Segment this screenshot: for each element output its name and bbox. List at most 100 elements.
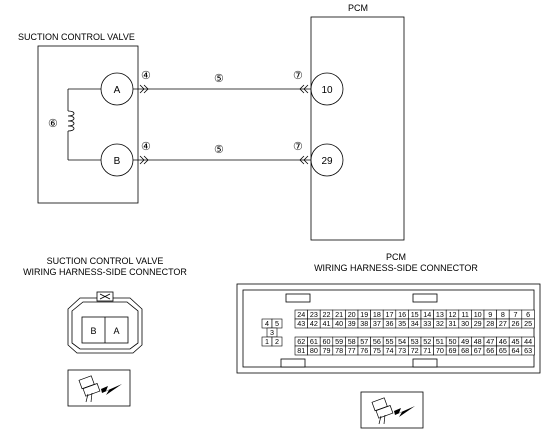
pcm-pin-29: 29 <box>474 319 482 328</box>
pcm-pin-48: 48 <box>474 337 482 346</box>
pcm-pin-64: 64 <box>512 346 520 355</box>
pcm-pin-43: 43 <box>297 319 305 328</box>
valve-connector-symbol-top <box>139 84 149 94</box>
pcm-pin-53: 53 <box>411 337 419 346</box>
pcm-pin-1: 1 <box>265 337 269 346</box>
pcm-connector-symbol-top <box>299 84 309 94</box>
callout-4-top: ④ <box>141 70 151 82</box>
pcm-pin-79: 79 <box>323 346 331 355</box>
pcm-pin-40: 40 <box>335 319 343 328</box>
pcm-pin-33: 33 <box>423 319 431 328</box>
pcm-pin-67: 67 <box>474 346 482 355</box>
terminal-a-label: A <box>114 85 121 96</box>
pcm-pin-74: 74 <box>386 346 394 355</box>
pcm-pin-18: 18 <box>373 310 381 319</box>
pcm-title: PCM <box>348 3 368 13</box>
pcm-pin-55: 55 <box>386 337 394 346</box>
pcm-pin-10: 10 <box>474 310 482 319</box>
pcm-connector-title-2: WIRING HARNESS-SIDE CONNECTOR <box>314 263 478 273</box>
pcm-pin-30: 30 <box>461 319 469 328</box>
pcm-box <box>310 16 405 241</box>
valve-connector-title-1: SUCTION CONTROL VALVE <box>47 256 164 266</box>
pcm-pin-5: 5 <box>275 319 279 328</box>
pcm-terminal-10-label: 10 <box>321 85 333 96</box>
pcm-connector-view-icon <box>360 391 424 429</box>
pcm-pin-9: 9 <box>488 310 492 319</box>
pcm-pin-20: 20 <box>348 310 356 319</box>
pcm-pin-13: 13 <box>436 310 444 319</box>
pcm-pin-14: 14 <box>423 310 431 319</box>
pcm-pin-46: 46 <box>499 337 507 346</box>
pcm-pin-76: 76 <box>360 346 368 355</box>
pcm-pin-66: 66 <box>486 346 494 355</box>
pcm-terminal-29-label: 29 <box>321 156 333 167</box>
pcm-pin-2-cell <box>271 336 283 347</box>
pcm-pin-65: 65 <box>499 346 507 355</box>
pcm-pin-52: 52 <box>423 337 431 346</box>
pcm-pin-28: 28 <box>486 319 494 328</box>
pcm-pin-6: 6 <box>526 310 530 319</box>
pcm-pin-19: 19 <box>360 310 368 319</box>
callout-7-bottom: ⑦ <box>293 141 303 153</box>
pcm-pin-61: 61 <box>310 337 318 346</box>
callout-7-top: ⑦ <box>293 70 303 82</box>
pcm-pin-42: 42 <box>310 319 318 328</box>
pcm-pin-78: 78 <box>335 346 343 355</box>
valve-connector-face <box>67 291 143 354</box>
valve-connector-title-2: WIRING HARNESS-SIDE CONNECTOR <box>23 267 187 277</box>
pcm-pin-70: 70 <box>436 346 444 355</box>
pcm-pin-50: 50 <box>449 337 457 346</box>
pcm-pin-36: 36 <box>386 319 394 328</box>
terminal-b-label: B <box>114 156 121 167</box>
pcm-connector-title-1: PCM <box>386 252 406 262</box>
pcm-pin-60: 60 <box>323 337 331 346</box>
pcm-pin-47: 47 <box>486 337 494 346</box>
pcm-pin-80: 80 <box>310 346 318 355</box>
pcm-pin-15: 15 <box>411 310 419 319</box>
callout-6: ⑥ <box>48 118 58 130</box>
pcm-pin-71: 71 <box>423 346 431 355</box>
callout-5-top: ⑤ <box>214 73 224 85</box>
pcm-pin-16: 16 <box>398 310 406 319</box>
pcm-pin-32: 32 <box>436 319 444 328</box>
pcm-pin-27: 27 <box>499 319 507 328</box>
pcm-pin-41: 41 <box>323 319 331 328</box>
pcm-pin-69: 69 <box>449 346 457 355</box>
callout-5-bottom: ⑤ <box>214 144 224 156</box>
pcm-pin-23: 23 <box>310 310 318 319</box>
pcm-pin-25-cell <box>521 318 535 329</box>
pcm-pin-54: 54 <box>398 337 406 346</box>
pcm-pin-35: 35 <box>398 319 406 328</box>
pcm-pin-77: 77 <box>348 346 356 355</box>
callout-4-bottom: ④ <box>141 141 151 153</box>
pcm-pin-26: 26 <box>512 319 520 328</box>
pcm-pin-7: 7 <box>514 310 518 319</box>
pcm-pin-21: 21 <box>335 310 343 319</box>
pcm-pin-75: 75 <box>373 346 381 355</box>
pcm-pin-4: 4 <box>265 319 269 328</box>
valve-box <box>37 45 139 204</box>
pcm-pin-63: 63 <box>524 346 532 355</box>
pcm-pin-2: 2 <box>275 337 279 346</box>
pcm-pin-8: 8 <box>501 310 505 319</box>
pcm-pin-62: 62 <box>297 337 305 346</box>
pcm-pin-31: 31 <box>449 319 457 328</box>
pcm-connector-housing <box>236 283 541 374</box>
pcm-pin-56: 56 <box>373 337 381 346</box>
valve-title: SUCTION CONTROL VALVE <box>18 32 135 42</box>
pcm-pin-68: 68 <box>461 346 469 355</box>
pcm-pin-37: 37 <box>373 319 381 328</box>
valve-pin-a: A <box>113 326 119 336</box>
pcm-pin-57: 57 <box>360 337 368 346</box>
pcm-pin-81: 81 <box>297 346 305 355</box>
pcm-pin-73: 73 <box>398 346 406 355</box>
pcm-pin-11: 11 <box>461 310 468 319</box>
valve-connector-view-icon <box>67 369 131 407</box>
pcm-pin-51: 51 <box>436 337 444 346</box>
pcm-pin-22: 22 <box>323 310 331 319</box>
pcm-pin-12: 12 <box>449 310 457 319</box>
pcm-pin-38: 38 <box>360 319 368 328</box>
valve-pin-b: B <box>90 326 96 336</box>
pcm-pin-44: 44 <box>524 337 532 346</box>
